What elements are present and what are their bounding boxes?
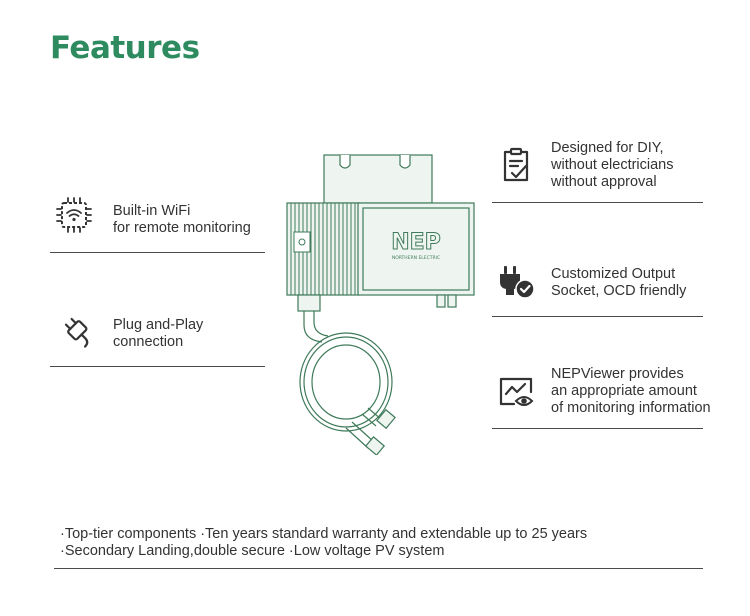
feature-socket-line-2: Socket, OCD friendly — [551, 283, 687, 299]
socket-plug-check-icon — [496, 262, 536, 302]
divider — [492, 316, 703, 317]
feature-diy-line-1: Designed for DIY, — [551, 140, 664, 156]
bottom-note-line-2: ·Secondary Landing,double secure ·Low vo… — [60, 543, 445, 559]
monitor-eye-icon — [496, 372, 536, 412]
feature-diy-line-2: without electricians — [551, 157, 674, 173]
micro-inverter-illustration: NEP NORTHERN ELECTRIC — [282, 150, 482, 455]
bottom-notes: ·Top-tier components ·Ten years standard… — [60, 526, 587, 560]
page-title: Features — [50, 30, 200, 66]
divider — [492, 202, 703, 203]
feature-plug-line-2: connection — [113, 334, 184, 350]
checklist-icon — [496, 146, 536, 186]
feature-nepviewer-line-3: of monitoring information — [551, 400, 711, 416]
feature-nepviewer-line-1: NEPViewer provides — [551, 366, 684, 382]
nep-brand-logo: NEP NORTHERN ELECTRIC — [391, 230, 442, 262]
divider — [50, 366, 265, 367]
feature-socket-line-1: Customized Output — [551, 266, 676, 282]
divider — [50, 252, 265, 253]
brand-logo-text: NEP — [391, 230, 441, 255]
feature-plug-line-1: Plug and-Play — [113, 317, 204, 333]
plug-icon — [58, 311, 98, 351]
divider — [492, 428, 703, 429]
bottom-divider — [54, 568, 703, 569]
feature-wifi-line-1: Built-in WiFi — [113, 203, 191, 219]
wifi-chip-icon — [54, 195, 94, 235]
feature-wifi-line-2: for remote monitoring — [113, 220, 251, 236]
feature-diy-line-3: without approval — [551, 174, 657, 190]
feature-nepviewer-line-2: an appropriate amount — [551, 383, 697, 399]
brand-subtitle: NORTHERN ELECTRIC — [392, 255, 440, 261]
bottom-note-line-1: ·Top-tier components ·Ten years standard… — [60, 526, 588, 542]
